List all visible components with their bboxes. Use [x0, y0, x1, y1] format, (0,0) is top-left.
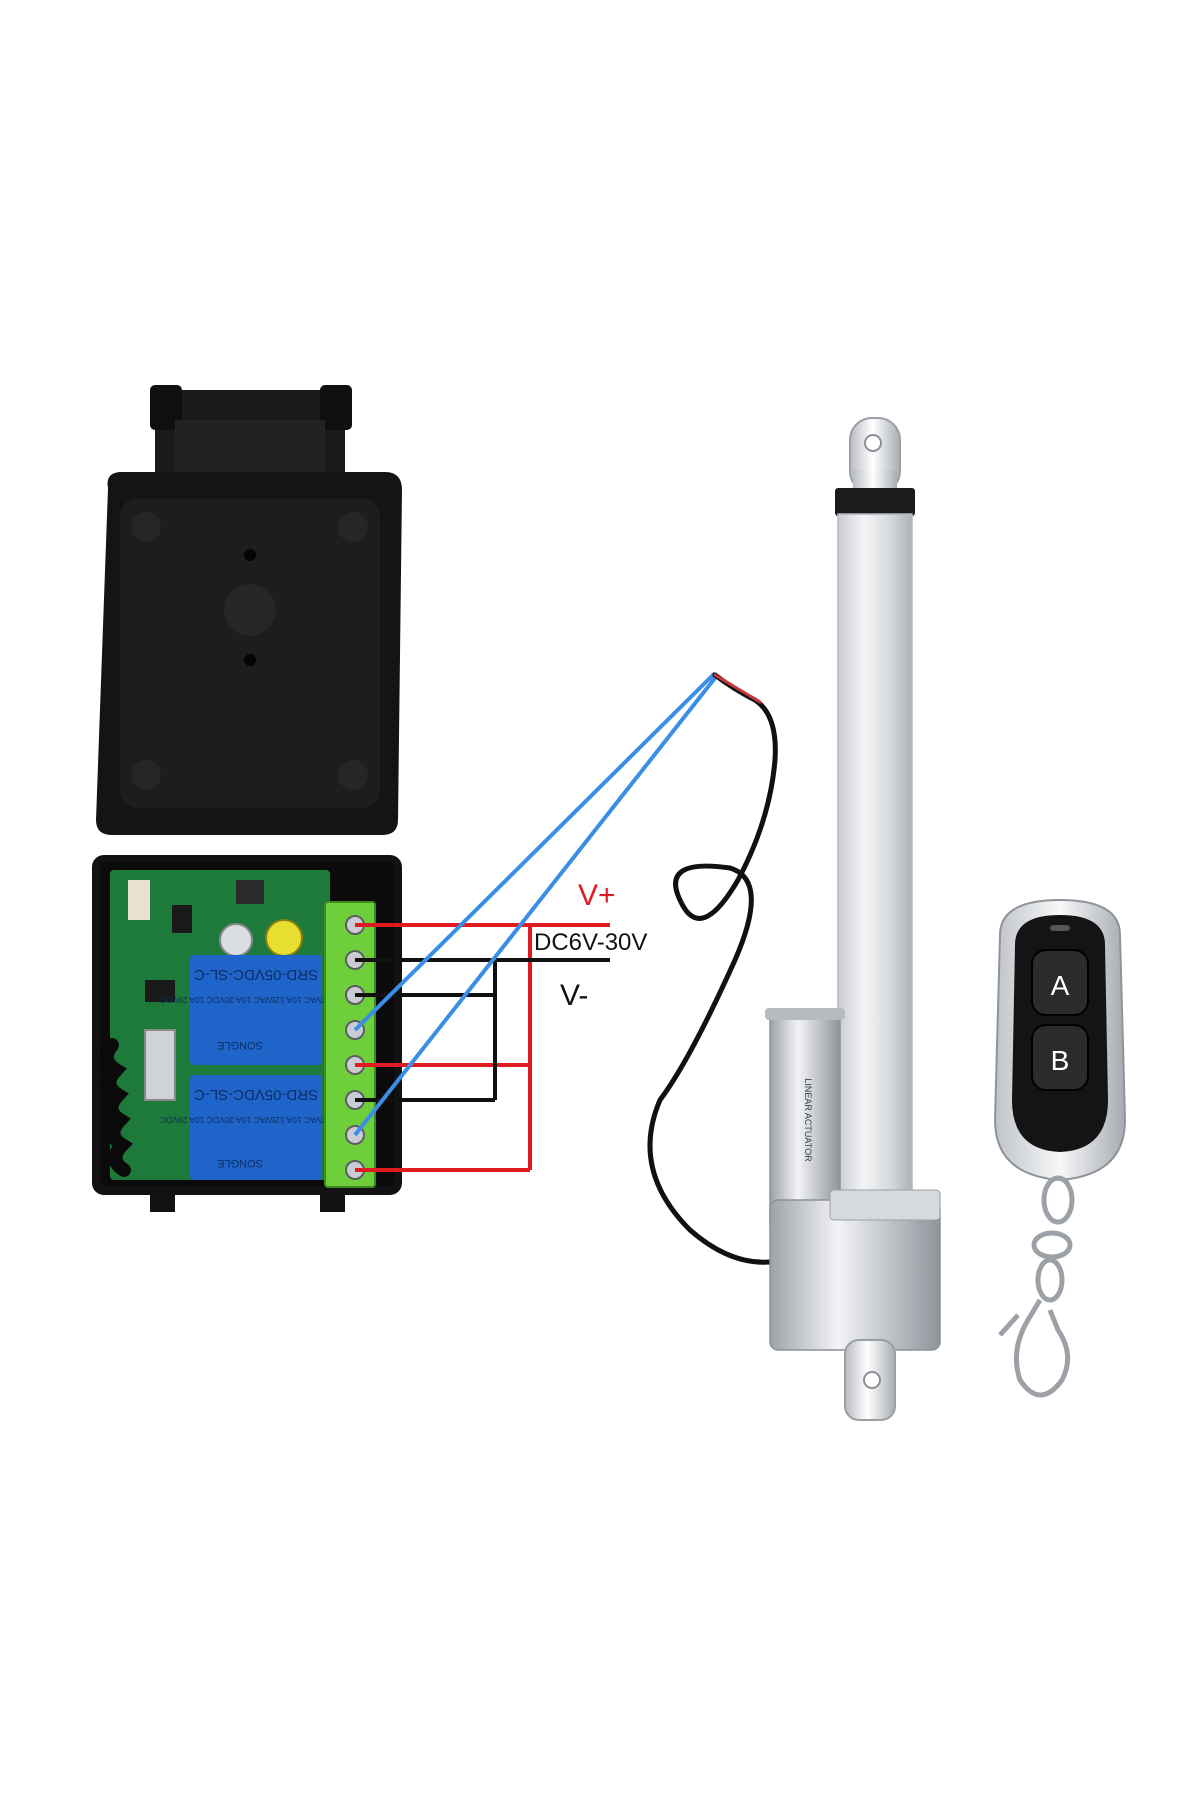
actuator-base-mount	[844, 1339, 896, 1421]
v-plus-label: V+	[578, 879, 616, 912]
relay-receiver-module: SRD-05VDC-SL-C 10A 250VAC 10A 125VAC 10A…	[92, 385, 402, 1212]
relay-bottom: SRD-05VDC-SL-C 10A 250VAC 10A 125VAC 10A…	[160, 1075, 352, 1180]
terminal-block	[324, 901, 376, 1188]
negative-wires	[355, 958, 610, 1102]
keyring-chain	[998, 1175, 1075, 1398]
actuator-gearbox	[769, 1189, 941, 1351]
actuator-cable	[647, 672, 778, 1265]
actuator-label: LINEAR ACTUATOR	[803, 1078, 813, 1162]
case-hinge	[150, 385, 352, 485]
relay-bottom-model: SRD-05VDC-SL-C	[194, 1086, 318, 1103]
relay-top-model: SRD-05VDC-SL-C	[194, 966, 318, 983]
wiring	[353, 671, 717, 1172]
relay-top-brand: SONGLE	[217, 1039, 263, 1051]
motor-wires	[353, 671, 717, 1137]
relay-top-rating: 10A 250VAC 10A 125VAC 10A 30VDC 10A 28VD…	[160, 995, 352, 1005]
remote-button-b-label: B	[1051, 1045, 1070, 1076]
remote-button-b[interactable]: B	[1031, 1024, 1089, 1091]
relay-bottom-brand: SONGLE	[217, 1157, 263, 1169]
remote-button-a-label: A	[1051, 970, 1070, 1001]
antenna-coil	[99, 1038, 133, 1177]
remote-key-fob: A B	[993, 898, 1127, 1398]
case-lid	[96, 472, 402, 835]
actuator-rod	[853, 470, 897, 490]
remote-button-a[interactable]: A	[1031, 949, 1089, 1016]
actuator-outer-tube	[837, 513, 913, 1200]
actuator-collar	[835, 488, 915, 516]
linear-actuator: LINEAR ACTUATOR	[765, 417, 941, 1421]
v-minus-label: V-	[560, 979, 588, 1012]
actuator-motor: LINEAR ACTUATOR	[765, 1008, 845, 1236]
positive-wires	[355, 923, 610, 1172]
relay-bottom-rating: 10A 250VAC 10A 125VAC 10A 30VDC 10A 28VD…	[160, 1115, 352, 1125]
relay-top: SRD-05VDC-SL-C 10A 250VAC 10A 125VAC 10A…	[160, 955, 352, 1065]
supply-labels: V+ DC6V-30V V-	[534, 879, 647, 1012]
supply-range-label: DC6V-30V	[534, 929, 647, 956]
